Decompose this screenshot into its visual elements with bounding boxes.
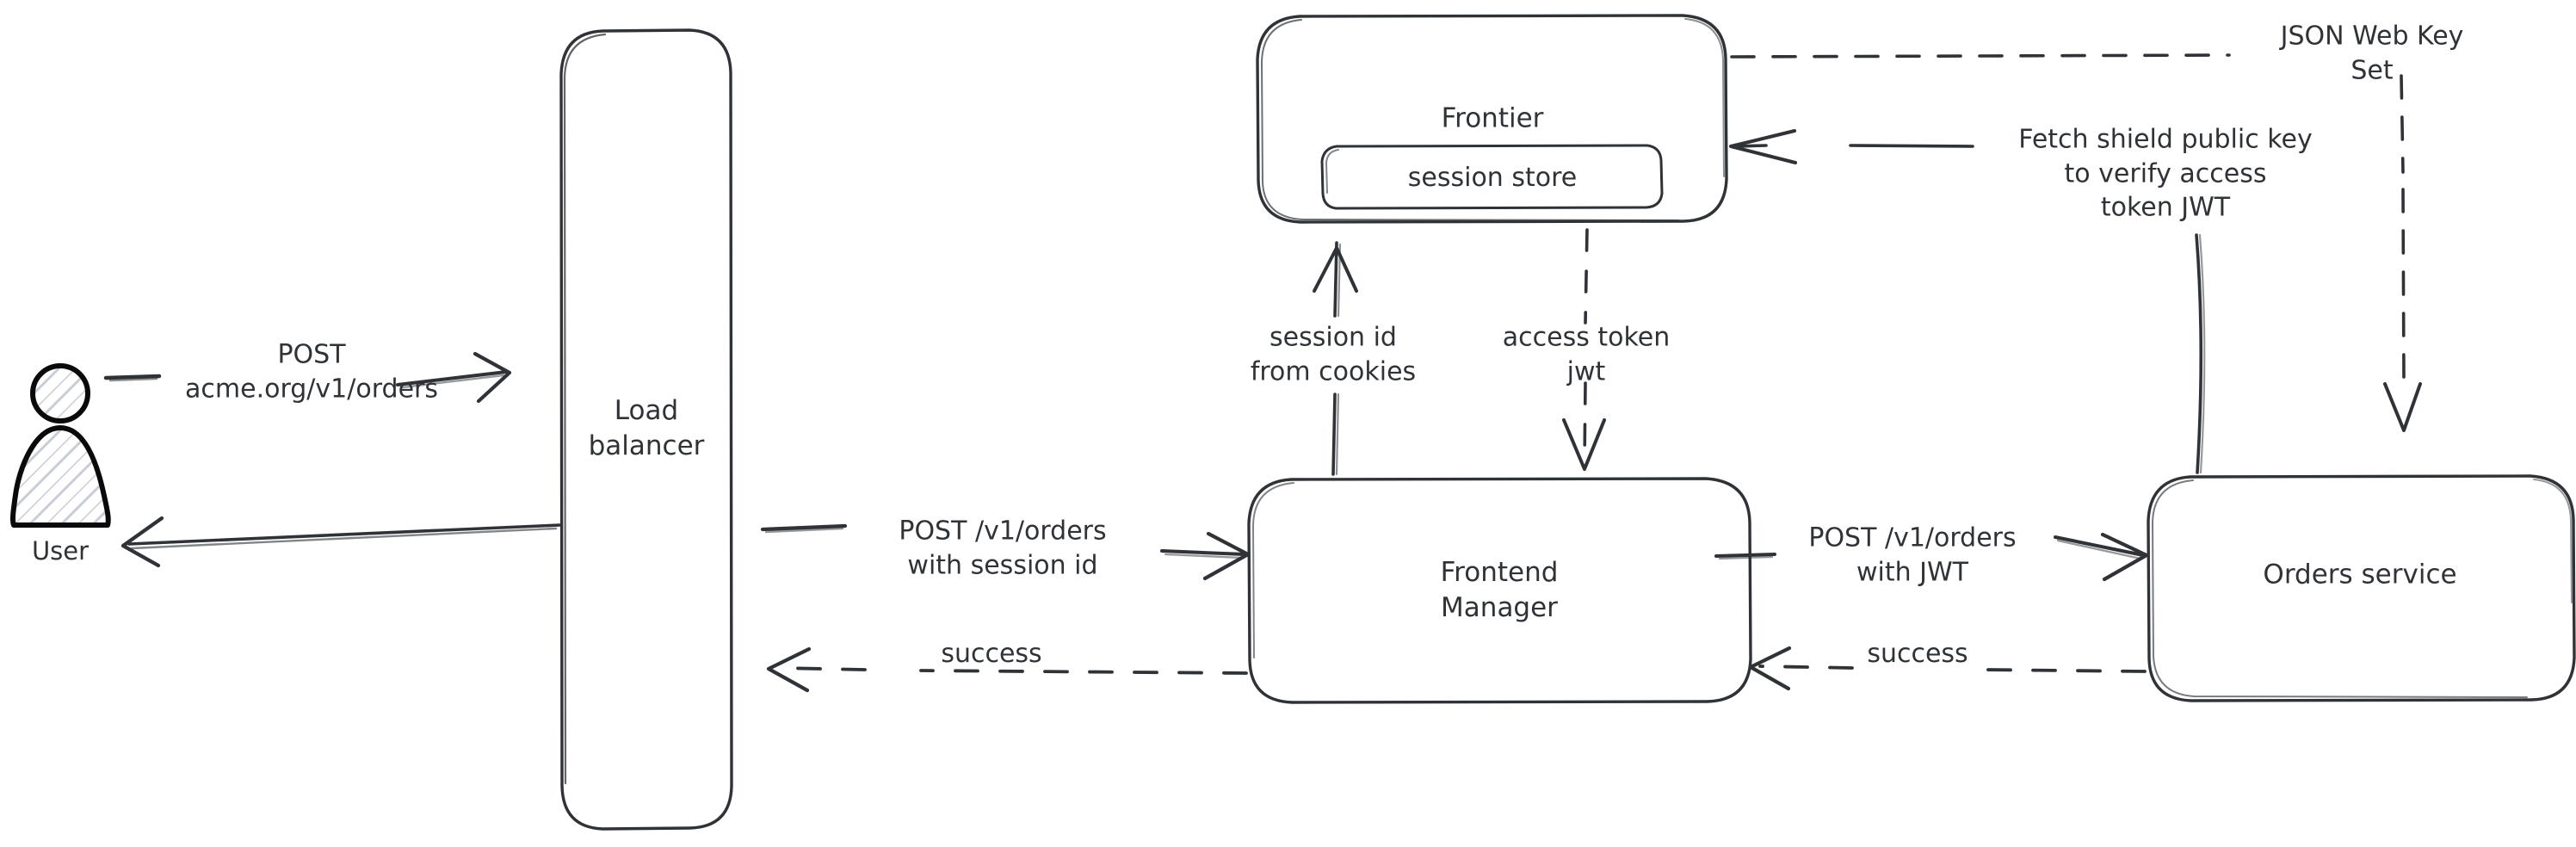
node-load-balancer[interactable] bbox=[559, 28, 733, 831]
edge-fm-to-frontier bbox=[1313, 241, 1358, 476]
edge-lb-to-fm bbox=[760, 523, 1251, 581]
person-icon bbox=[9, 363, 111, 528]
edge-lb-to-user bbox=[120, 516, 561, 568]
edge-frontier-to-orders bbox=[1730, 53, 2422, 432]
node-session-store[interactable] bbox=[1320, 144, 1664, 210]
edge-frontier-to-fm bbox=[1562, 228, 1606, 471]
edge-user-to-lb bbox=[103, 351, 512, 404]
edge-orders-to-fm bbox=[1748, 646, 2147, 691]
node-orders-service[interactable] bbox=[2147, 474, 2576, 702]
edge-fm-to-lb bbox=[766, 646, 1248, 693]
edge-orders-to-frontier bbox=[1729, 129, 2206, 474]
edge-fm-to-orders bbox=[1714, 532, 2149, 582]
node-frontend-manager[interactable] bbox=[1247, 477, 1752, 704]
